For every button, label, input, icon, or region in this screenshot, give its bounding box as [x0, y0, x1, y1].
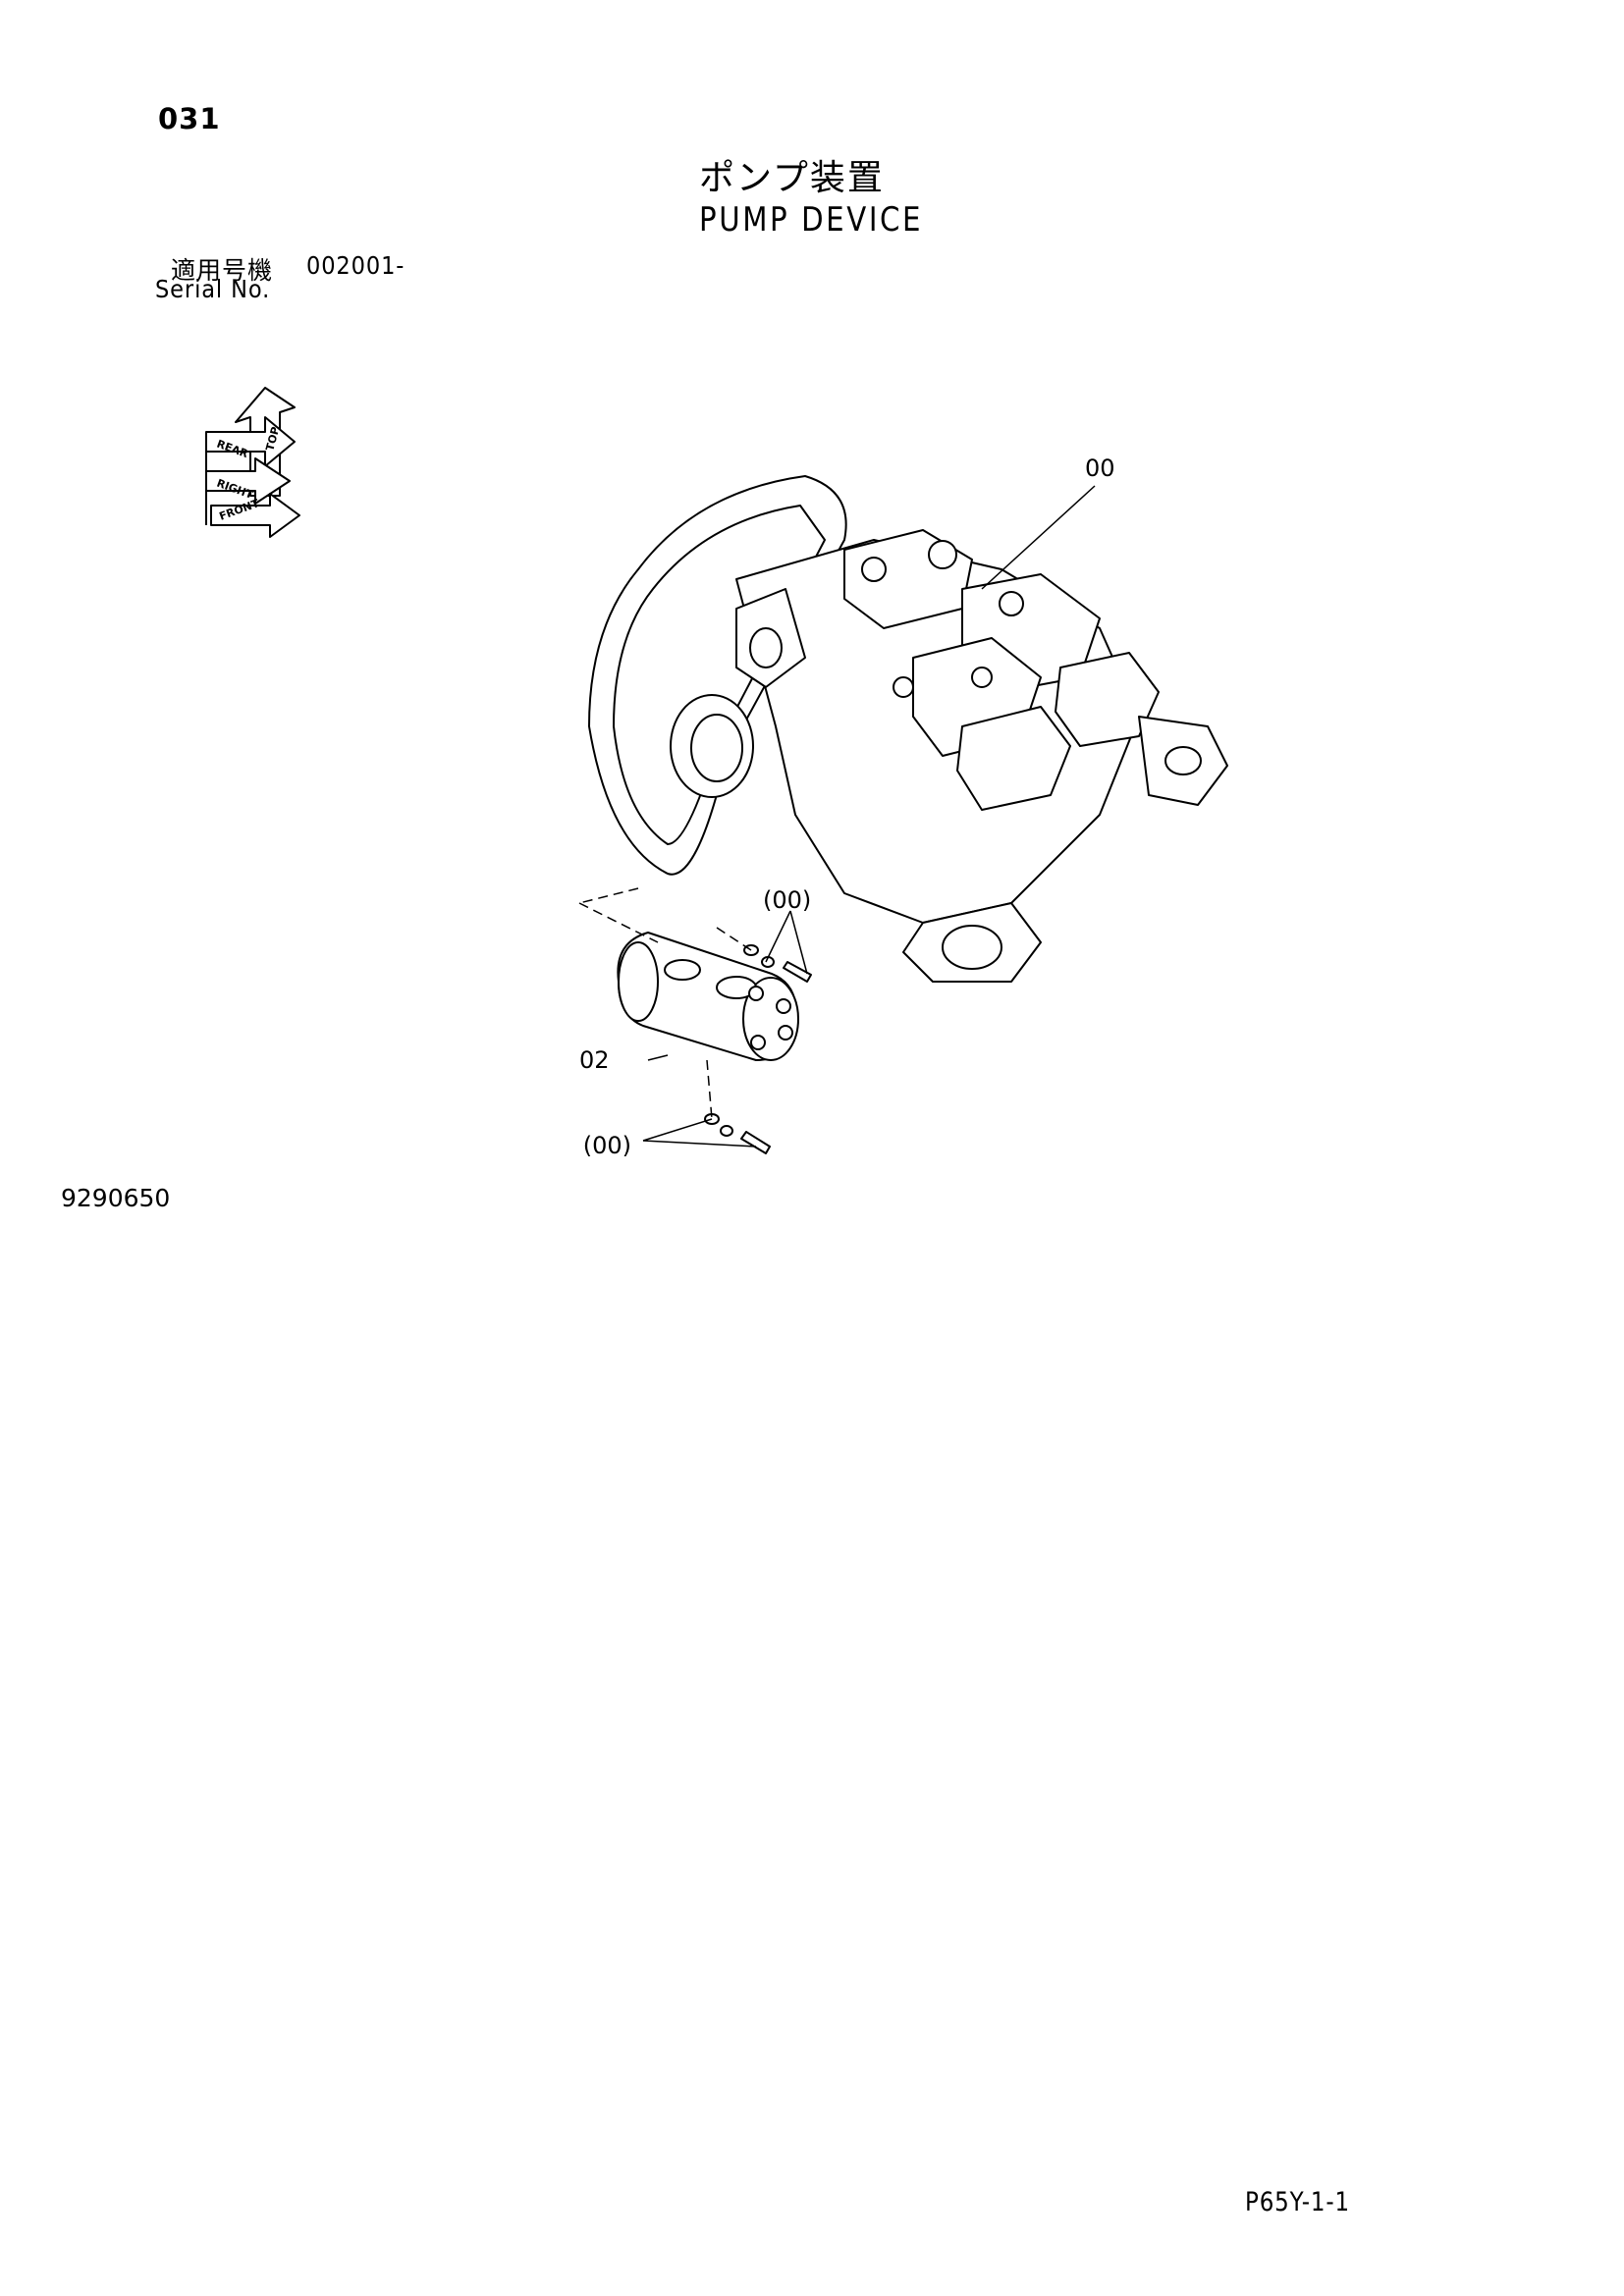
serial-label-japanese: 適用号機	[171, 256, 274, 285]
page-number: 031	[158, 102, 221, 135]
pump-device-drawing: 00 (00) 02 (00)	[578, 454, 1228, 1159]
page-title-english: PUMP DEVICE	[699, 200, 924, 240]
cover-plate-2	[1055, 652, 1160, 747]
leader-main-assembly	[981, 485, 1096, 590]
fitting-5	[971, 667, 993, 688]
fitting-2	[928, 540, 957, 569]
orientation-label-top: TOP	[263, 425, 282, 452]
cover-plate-1	[956, 706, 1071, 811]
orientation-indicator: TOP REAR RIGHT FRONT	[205, 387, 300, 538]
callout-bolts-lower: (00)	[583, 1132, 631, 1159]
footer-page-code: P65Y-1-1	[1245, 2187, 1350, 2217]
figure-number: 9290650	[61, 1184, 171, 1212]
serial-label-english: Serial No.	[155, 275, 271, 303]
bolt-lower	[740, 1131, 771, 1154]
callout-sub-component: 02	[579, 1046, 610, 1074]
callout-bolts-upper: (00)	[763, 886, 811, 914]
page-title-japanese: ポンプ装置	[699, 158, 885, 198]
fitting-3	[999, 591, 1024, 616]
fitting-1	[861, 557, 887, 582]
fitting-4	[893, 676, 914, 698]
callout-main-assembly: 00	[1085, 454, 1115, 482]
serial-range: 002001-	[306, 251, 406, 280]
bolt-upper	[783, 961, 812, 983]
washer-lower-2	[720, 1125, 733, 1137]
